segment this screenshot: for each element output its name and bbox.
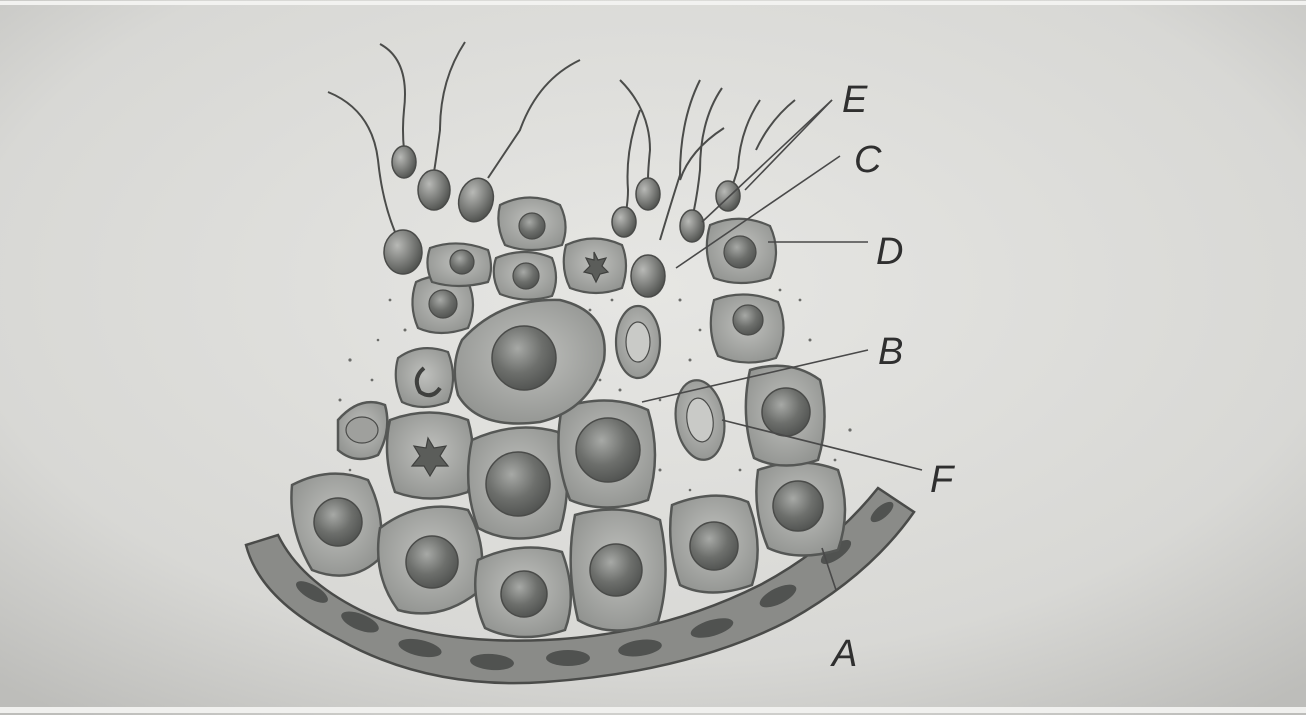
- label-d: D: [876, 231, 903, 273]
- label-e: E: [842, 79, 868, 121]
- label-a: A: [830, 633, 857, 675]
- label-c: C: [854, 139, 882, 181]
- label-f: F: [930, 459, 955, 501]
- label-b: B: [878, 331, 903, 373]
